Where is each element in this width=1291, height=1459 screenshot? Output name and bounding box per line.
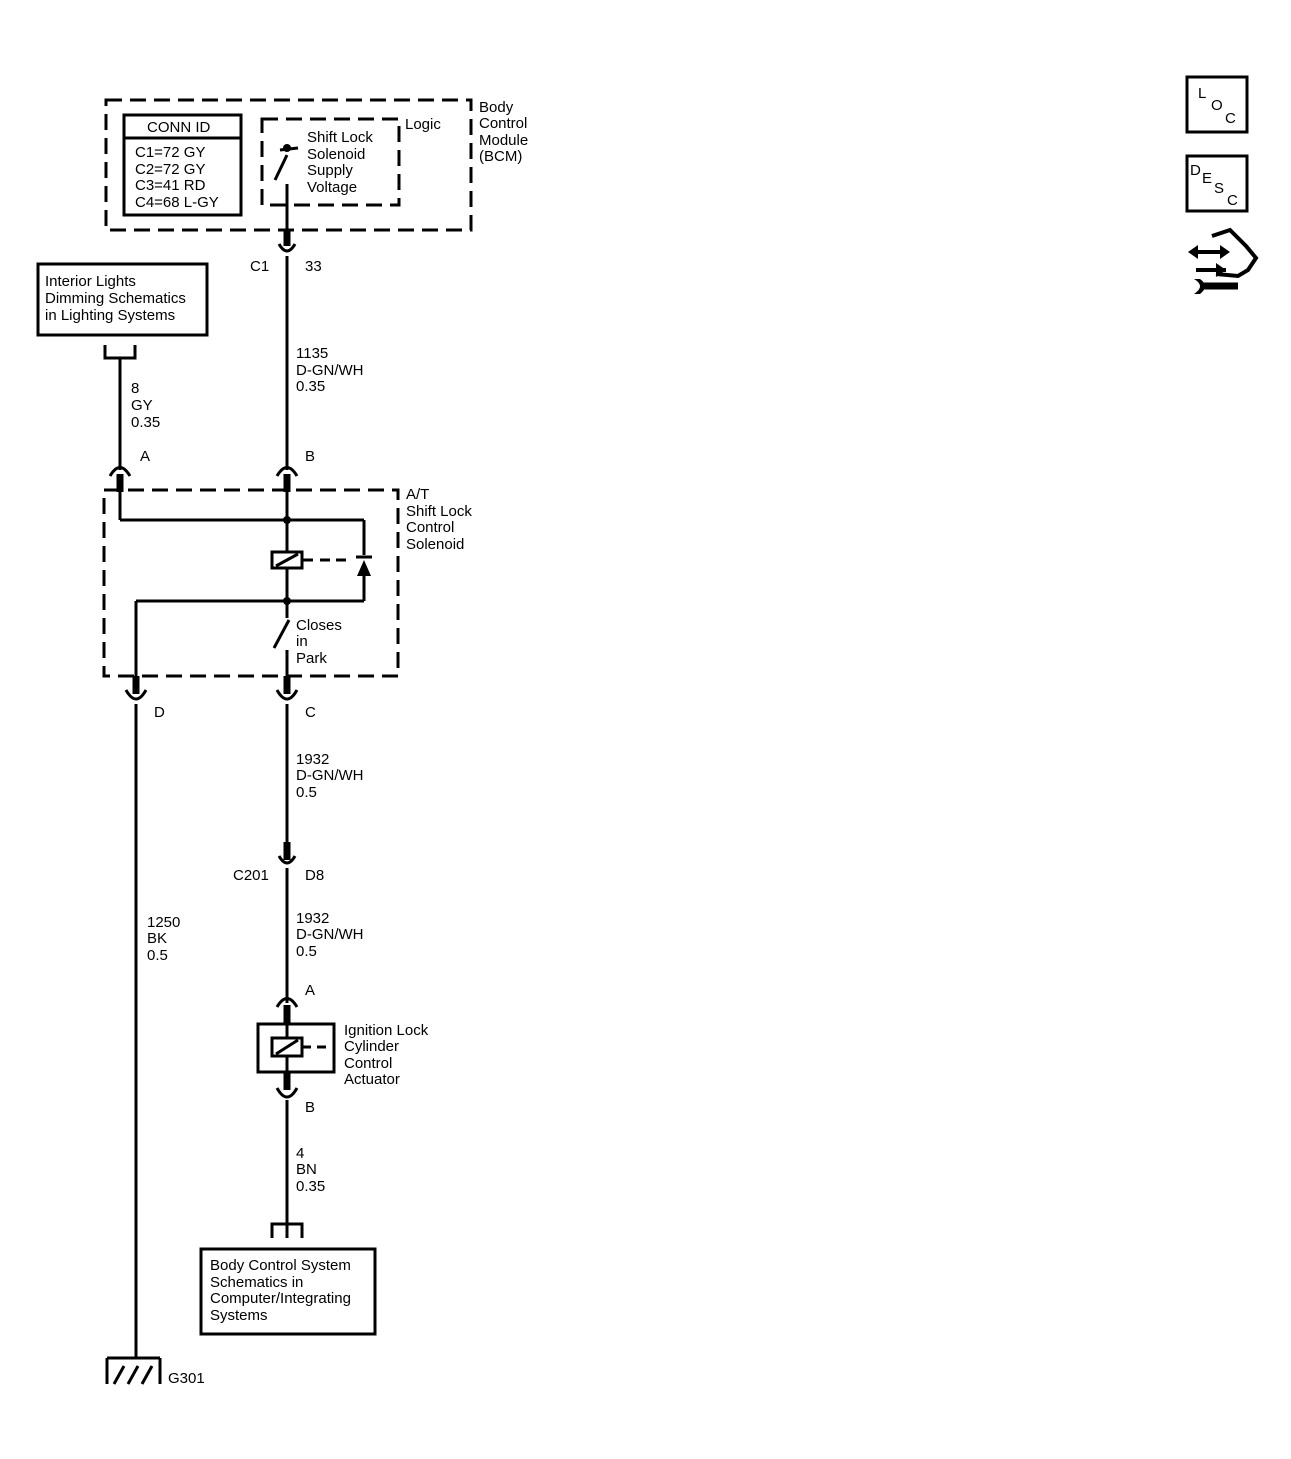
switch-label: Closes bbox=[296, 617, 342, 634]
supply-label: Shift Lock bbox=[307, 129, 373, 146]
ground-g301: G301 bbox=[105, 1356, 205, 1387]
reference-text: Computer/Integrating bbox=[210, 1290, 351, 1307]
wire-label: 0.5 bbox=[147, 947, 168, 964]
icon-letter: C bbox=[1227, 192, 1238, 209]
bcm-module: Body Control Module (BCM) CONN ID C1=72 … bbox=[104, 98, 528, 232]
reference-text: Body Control System bbox=[210, 1257, 351, 1274]
wire-1932-lower: 1932 D-GN/WH 0.5 bbox=[285, 868, 364, 1003]
wire-label: D-GN/WH bbox=[296, 362, 364, 379]
inline-connector-c201: C201 D8 bbox=[233, 842, 324, 884]
supply-label: Supply bbox=[307, 162, 353, 179]
switch-label: in bbox=[296, 633, 308, 650]
reference-text: Schematics in bbox=[210, 1274, 303, 1291]
actuator-title: Control bbox=[344, 1055, 392, 1072]
solenoid-pin-a: A bbox=[108, 448, 150, 492]
wire-label: 0.5 bbox=[296, 943, 317, 960]
conn-id-table: CONN ID C1=72 GY C2=72 GY C3=41 RD C4=68… bbox=[122, 113, 243, 217]
connector-label: C1 bbox=[250, 258, 269, 275]
wire-label: 1932 bbox=[296, 910, 329, 927]
wire-label: 8 bbox=[131, 380, 139, 397]
conn-id-row: C1=72 GY bbox=[135, 144, 205, 161]
bcm-title: Body Control Module (BCM) bbox=[479, 99, 528, 165]
reference-text: Dimming Schematics bbox=[45, 290, 186, 307]
body-control-reference: Body Control System Schematics in Comput… bbox=[199, 1247, 377, 1336]
actuator-title: Cylinder bbox=[344, 1038, 399, 1055]
conn-id-row: C3=41 RD bbox=[135, 177, 206, 194]
reference-text: Interior Lights bbox=[45, 273, 136, 290]
solenoid-title: Shift Lock bbox=[406, 503, 472, 520]
shift-lock-solenoid: A/T Shift Lock Control Solenoid Closes i… bbox=[102, 486, 472, 678]
pin-label: B bbox=[305, 448, 315, 465]
wire-label: D-GN/WH bbox=[296, 926, 364, 943]
pin-label: A bbox=[140, 448, 150, 465]
supply-label: Voltage bbox=[307, 179, 357, 196]
switch-label: Park bbox=[296, 650, 327, 667]
wire-label: 0.35 bbox=[131, 414, 160, 431]
solenoid-pin-b: B bbox=[275, 448, 315, 492]
reference-text: in Lighting Systems bbox=[45, 307, 175, 324]
wire-label: BN bbox=[296, 1161, 317, 1178]
solenoid-title: Solenoid bbox=[406, 536, 464, 553]
wire-label: 1932 bbox=[296, 751, 329, 768]
actuator-title: Actuator bbox=[344, 1071, 400, 1088]
actuator-pin-a: A bbox=[275, 982, 315, 1024]
actuator-title: Ignition Lock bbox=[344, 1022, 429, 1039]
pin-label: D bbox=[154, 704, 165, 721]
reference-text: Systems bbox=[210, 1307, 268, 1324]
pin-label: B bbox=[305, 1099, 315, 1116]
icon-letter: O bbox=[1211, 97, 1223, 114]
wire-1932-upper: 1932 D-GN/WH 0.5 bbox=[285, 704, 364, 845]
icon-letter: L bbox=[1198, 85, 1206, 102]
wire-label: 0.5 bbox=[296, 784, 317, 801]
logic-label: Logic bbox=[405, 116, 441, 133]
ignition-lock-actuator: Ignition Lock Cylinder Control Actuator bbox=[256, 1022, 429, 1088]
icon-letter: S bbox=[1214, 180, 1224, 197]
wire-label: 1250 bbox=[147, 914, 180, 931]
supply-label: Solenoid bbox=[307, 146, 365, 163]
conn-id-row: C4=68 L-GY bbox=[135, 194, 219, 211]
wire-4: 4 BN 0.35 bbox=[270, 1100, 325, 1238]
wire-label: 0.35 bbox=[296, 1178, 325, 1195]
bcm-title-line: Body bbox=[479, 99, 514, 116]
solenoid-title: A/T bbox=[406, 486, 429, 503]
location-icon[interactable]: L O C bbox=[1185, 75, 1249, 134]
conn-id-row: C2=72 GY bbox=[135, 161, 205, 178]
solenoid-pin-d: D bbox=[124, 676, 165, 721]
ground-label: G301 bbox=[168, 1370, 205, 1387]
icon-letter: E bbox=[1202, 170, 1212, 187]
wire-label: D-GN/WH bbox=[296, 767, 364, 784]
wire-label: 1135 bbox=[296, 345, 328, 362]
connector-repair-icon[interactable] bbox=[1188, 227, 1259, 294]
conn-id-header: CONN ID bbox=[147, 119, 211, 136]
pin-label: 33 bbox=[305, 258, 322, 275]
wire-1250: 1250 BK 0.5 bbox=[134, 704, 180, 1358]
description-icon[interactable]: D E S C bbox=[1185, 154, 1249, 213]
bcm-title-line: (BCM) bbox=[479, 148, 522, 165]
logic-block: Logic Shift Lock Solenoid Supply Voltage bbox=[260, 116, 441, 207]
actuator-pin-b: B bbox=[275, 1072, 315, 1116]
wire-label: GY bbox=[131, 397, 153, 414]
pin-label: A bbox=[305, 982, 315, 999]
pin-label: D8 bbox=[305, 867, 324, 884]
wire-8: 8 GY 0.35 bbox=[118, 358, 160, 470]
bcm-title-line: Control bbox=[479, 115, 527, 132]
wire-1135: C1 33 1135 D-GN/WH 0.35 bbox=[250, 205, 364, 470]
wire-label: BK bbox=[147, 930, 167, 947]
interior-lights-reference: Interior Lights Dimming Schematics in Li… bbox=[36, 262, 209, 360]
icon-letter: C bbox=[1225, 110, 1236, 127]
bcm-title-line: Module bbox=[479, 132, 528, 149]
solenoid-title: Control bbox=[406, 519, 454, 536]
icon-letter: D bbox=[1190, 162, 1201, 179]
solenoid-pin-c: C bbox=[275, 676, 316, 721]
connector-label: C201 bbox=[233, 867, 269, 884]
pin-label: C bbox=[305, 704, 316, 721]
wire-label: 4 bbox=[296, 1145, 304, 1162]
wire-label: 0.35 bbox=[296, 378, 325, 395]
